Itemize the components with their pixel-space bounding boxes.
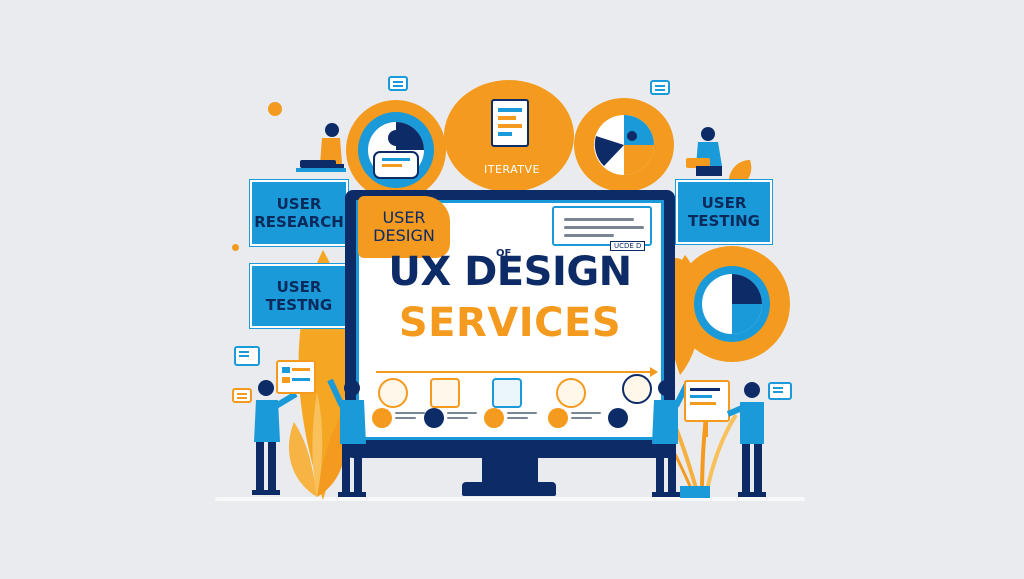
user-design-tag: USER DESIGN (358, 196, 450, 258)
iterative-circle (444, 80, 574, 192)
code-bubble (552, 206, 652, 246)
user-persona-circle (346, 100, 446, 200)
main-title: UX DESIGN (388, 249, 632, 295)
monitor-stand-base (462, 482, 556, 496)
board-icon (276, 360, 316, 394)
text-lines (395, 412, 425, 422)
text-lines (447, 412, 477, 422)
decorative-dot (268, 102, 282, 116)
pie-chart-circle (574, 98, 674, 192)
monitor-stand-neck (482, 458, 538, 484)
user-design-line1: USER (382, 208, 426, 227)
person-standing (327, 378, 366, 497)
process-icon (430, 378, 460, 408)
text-lines (507, 412, 537, 422)
chat-bubble-icon (768, 382, 792, 400)
user-testing-left-line2: TESTNG (265, 296, 333, 314)
arrow-head-icon (650, 367, 658, 377)
user-testing-right-line1: USER (701, 194, 747, 212)
process-icon (556, 378, 586, 408)
analytics-circle (674, 246, 790, 362)
pie-chart-icon (694, 266, 770, 342)
of-text: OF (496, 248, 512, 259)
user-testing-left-line1: USER (276, 278, 322, 296)
iterative-label: ITERATVE (484, 163, 540, 176)
plant-pot (680, 486, 710, 498)
ground-line (215, 497, 805, 501)
person-icon (424, 408, 444, 428)
plant-icon (288, 392, 346, 497)
chat-bubble-icon (232, 388, 252, 403)
person-sitting-left (296, 123, 346, 172)
chat-bubble-icon (650, 80, 670, 95)
small-tag: UCDE D (610, 241, 646, 251)
person-icon (608, 408, 628, 428)
person-standing (726, 382, 766, 497)
user-research-line2: RESEARCH (254, 213, 344, 231)
board-icon (684, 380, 730, 437)
chat-bubble-icon (388, 76, 408, 91)
pie-chart-icon (594, 115, 654, 175)
user-design-line2: DESIGN (373, 226, 435, 245)
sub-title: SERVICES (398, 300, 622, 346)
process-icon (622, 374, 652, 404)
user-research-line1: USER (276, 195, 322, 213)
person-icon (372, 408, 392, 428)
person-sitting-right (686, 127, 722, 176)
text-lines (571, 412, 601, 422)
person-standing (252, 380, 298, 495)
arrow-line (376, 371, 654, 373)
user-testing-right-line2: TESTING (688, 212, 760, 230)
process-icon (378, 378, 408, 408)
chat-bubble-icon (234, 346, 260, 366)
document-icon (491, 99, 529, 147)
process-icon (492, 378, 522, 408)
person-icon (548, 408, 568, 428)
decorative-dot (232, 244, 239, 251)
person-icon (484, 408, 504, 428)
